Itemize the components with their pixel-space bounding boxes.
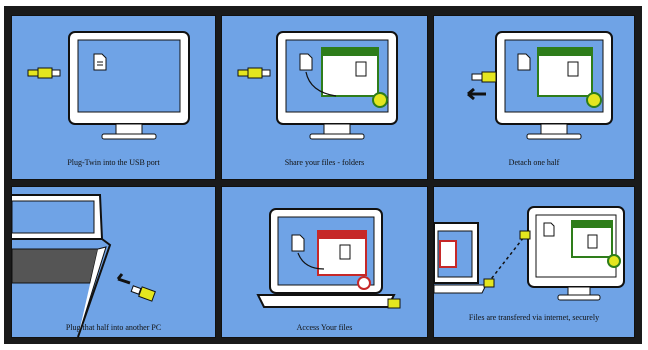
file-icon [518, 54, 530, 70]
folder-window [322, 48, 378, 96]
usb-half-icon [484, 279, 494, 287]
step-2-panel: Share your files - folders [221, 15, 428, 180]
usb-half-icon [520, 231, 530, 239]
insert-arrow-icon [118, 274, 130, 283]
step-caption: Plug that half into another PC [12, 323, 215, 333]
usb-half-icon [472, 72, 496, 82]
step-3-panel: Detach one half [433, 15, 635, 180]
step-6-panel: Files are transfered via internet, secur… [433, 186, 635, 338]
step-1-panel: Plug-Twin into the USB port [11, 15, 216, 180]
usb-half-icon [131, 286, 155, 301]
file-icon [94, 54, 106, 70]
usb-twin-device-icon [28, 68, 60, 78]
usb-twin-device-icon [238, 68, 270, 78]
detach-arrow-icon [468, 89, 486, 99]
step-caption: Access Your files [222, 323, 427, 333]
folder-window [538, 48, 592, 96]
step-caption: Plug-Twin into the USB port [12, 158, 215, 168]
twin-badge-icon [373, 93, 387, 107]
folder-window [318, 231, 366, 275]
step-caption: Share your files - folders [222, 158, 427, 168]
monitor [528, 207, 624, 300]
step-caption: Detach one half [434, 158, 634, 168]
laptop-closeup [12, 195, 110, 337]
file-icon [300, 54, 312, 70]
step-caption: Files are transfered via internet, secur… [434, 313, 634, 323]
monitor [69, 32, 189, 139]
twin-badge-icon [587, 93, 601, 107]
internet-link-line [488, 237, 524, 283]
laptop-partial [434, 223, 486, 293]
usb-half-icon [388, 299, 400, 308]
diagram-frame: Plug-Twin into the USB port [4, 6, 642, 344]
twin-badge-icon [358, 277, 370, 289]
step-5-panel: Access Your files [221, 186, 428, 338]
file-icon [292, 235, 304, 251]
step-4-panel: Plug that half into another PC [11, 186, 216, 338]
